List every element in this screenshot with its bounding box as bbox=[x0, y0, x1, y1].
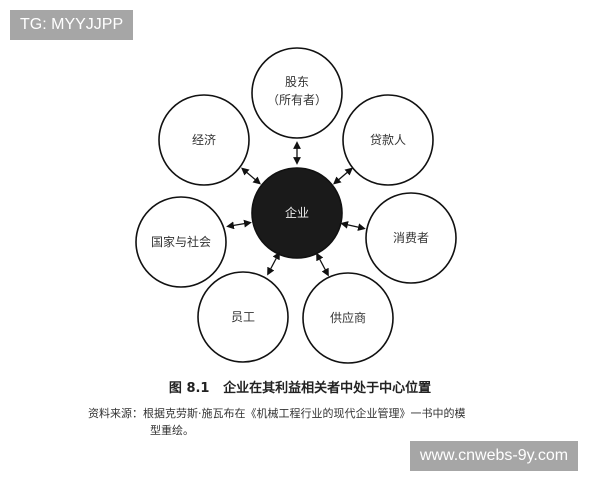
label-employees: 员工 bbox=[231, 310, 255, 324]
watermark-bottom-right: www.cnwebs-9y.com bbox=[410, 441, 578, 471]
figure-caption: 图 8.1 企业在其利益相关者中处于中心位置 bbox=[0, 377, 600, 396]
node-enterprise bbox=[251, 167, 343, 259]
label-state-society: 国家与社会 bbox=[151, 234, 211, 249]
label-enterprise: 企业 bbox=[285, 205, 309, 220]
label-suppliers: 供应商 bbox=[330, 310, 366, 325]
figure-number: 图 8.1 bbox=[168, 381, 210, 396]
label-consumers: 消费者 bbox=[393, 231, 429, 245]
arrows bbox=[226, 141, 366, 277]
source-line-2: 型重绘。 bbox=[150, 424, 194, 437]
node-economy bbox=[158, 94, 250, 186]
node-suppliers bbox=[302, 272, 394, 364]
node-consumers bbox=[365, 192, 457, 284]
source-note: 资料来源：根据克劳斯·施瓦布在《机械工程行业的现代企业管理》一书中的模 型重绘。 bbox=[88, 405, 508, 439]
watermark-top-left: TG: MYYJJPP bbox=[10, 10, 134, 40]
source-line-1: 资料来源：根据克劳斯·施瓦布在《机械工程行业的现代企业管理》一书中的模 bbox=[88, 407, 466, 420]
node-state-society bbox=[135, 196, 227, 288]
label-economy: 经济 bbox=[192, 132, 216, 147]
label-lenders: 贷款人 bbox=[370, 133, 406, 147]
figure-title: 企业在其利益相关者中处于中心位置 bbox=[223, 381, 432, 396]
node-employees bbox=[197, 271, 289, 363]
label-shareholders-sub: （所有者） bbox=[267, 93, 327, 107]
node-lenders bbox=[342, 94, 434, 186]
label-shareholders: 股东 bbox=[285, 75, 309, 89]
node-shareholders bbox=[251, 47, 343, 139]
